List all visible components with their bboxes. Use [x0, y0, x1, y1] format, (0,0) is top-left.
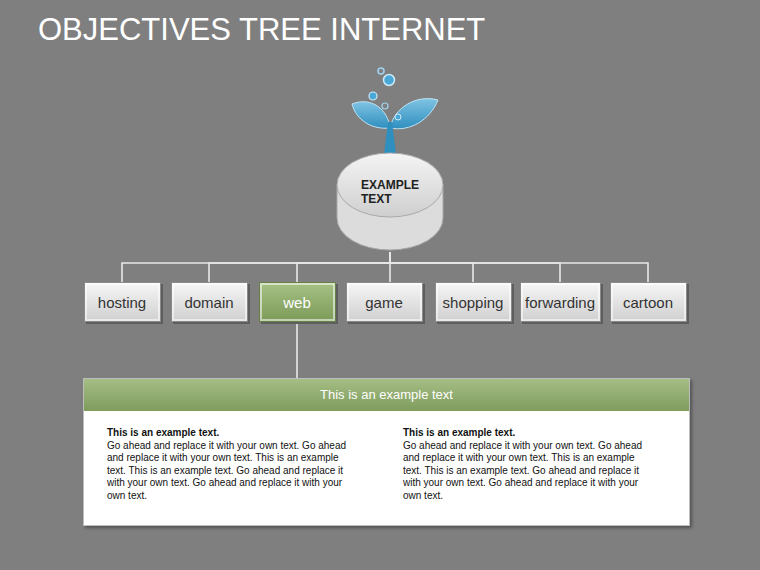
- tree-connector: [297, 252, 390, 282]
- branch-box: game: [346, 282, 423, 322]
- bubble: [395, 114, 401, 120]
- node-label: domain: [184, 294, 233, 311]
- tree-connector: [390, 252, 560, 282]
- tree-connector: [122, 252, 390, 282]
- panel-header: This is an example text: [84, 379, 689, 411]
- column-body: Go ahead and replace it with your own te…: [403, 440, 655, 503]
- bubble: [382, 103, 388, 109]
- branch-box: domain: [171, 282, 248, 322]
- bubble: [378, 68, 384, 74]
- leaf: [352, 102, 390, 129]
- column-heading: This is an example text.: [403, 427, 655, 440]
- node-label: web: [283, 294, 311, 311]
- column-heading: This is an example text.: [107, 427, 359, 440]
- node-label: shopping: [443, 294, 504, 311]
- selected-branch-box: web: [259, 282, 336, 322]
- node-label: hosting: [98, 294, 146, 311]
- branch-box: cartoon: [610, 282, 687, 322]
- root-disc: EXAMPLE TEXT: [335, 148, 445, 252]
- bubble: [384, 75, 395, 86]
- slide-title: OBJECTIVES TREE INTERNET: [38, 12, 485, 48]
- text-column: This is an example text.Go ahead and rep…: [107, 427, 359, 502]
- bubble: [369, 92, 377, 100]
- column-body: Go ahead and replace it with your own te…: [107, 440, 359, 503]
- tree-connector: [390, 252, 648, 282]
- disc-top: [337, 153, 443, 217]
- tree-connector: [390, 252, 473, 282]
- tree-connector: [209, 252, 390, 282]
- node-label: forwarding: [525, 294, 595, 311]
- leaf: [390, 99, 438, 129]
- tree-connector: [296, 322, 298, 378]
- branch-box: forwarding: [520, 282, 601, 322]
- node-label: cartoon: [623, 294, 673, 311]
- branch-box: hosting: [84, 282, 161, 322]
- node-label: game: [365, 294, 403, 311]
- text-column: This is an example text.Go ahead and rep…: [403, 427, 655, 502]
- detail-panel: This is an example textThis is an exampl…: [83, 378, 690, 526]
- branch-box: shopping: [435, 282, 512, 322]
- node-label: EXAMPLE TEXT: [361, 178, 425, 206]
